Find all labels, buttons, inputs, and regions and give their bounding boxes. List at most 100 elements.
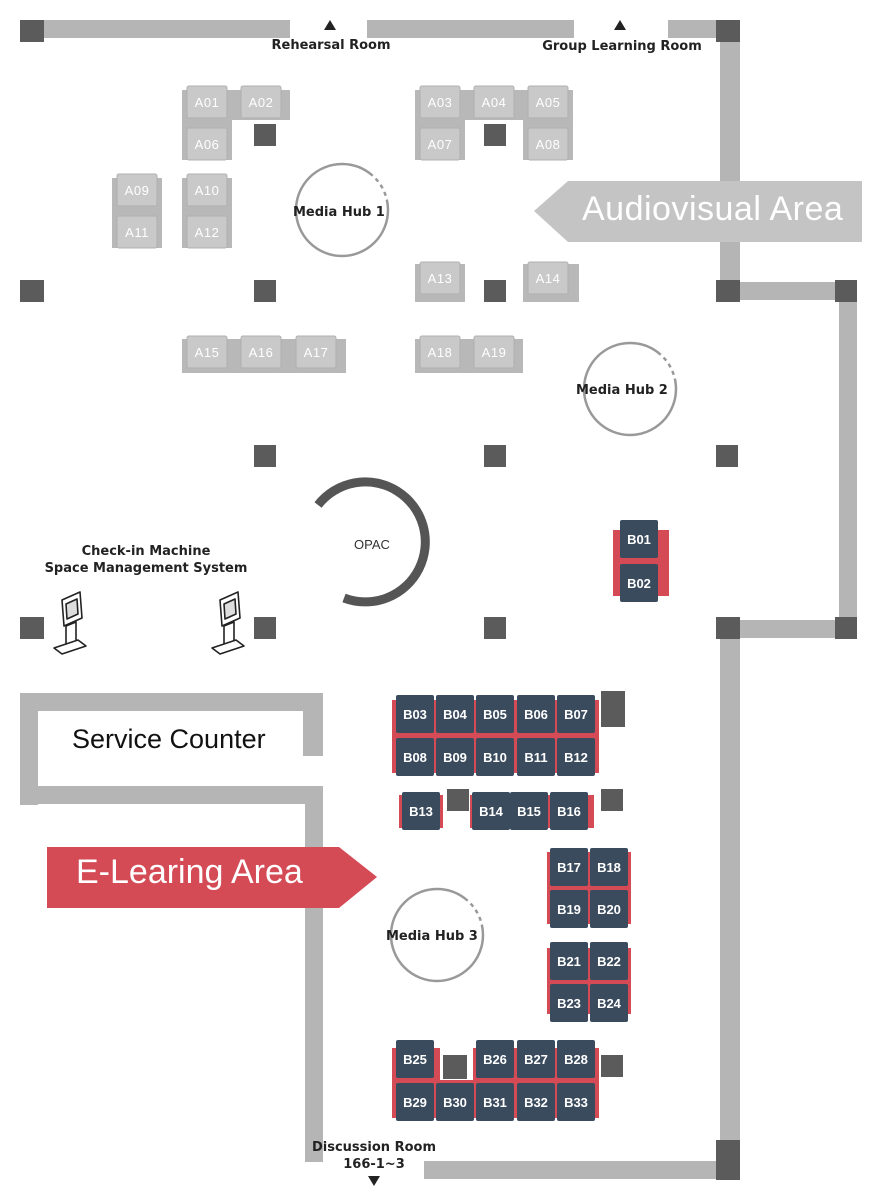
seat-box[interactable] [517, 1040, 555, 1078]
seat-box[interactable] [590, 890, 628, 928]
seat-b18[interactable]: B18 [590, 848, 628, 886]
seat-box[interactable] [396, 1040, 434, 1078]
seat-box[interactable] [557, 695, 595, 733]
seat-b27[interactable]: B27 [517, 1040, 555, 1078]
seat-b13[interactable]: B13 [402, 792, 440, 830]
seat-a19[interactable]: A19 [473, 335, 515, 369]
seat-b15[interactable]: B15 [510, 792, 548, 830]
seat-a11[interactable]: A11 [116, 215, 158, 249]
seat-b28[interactable]: B28 [557, 1040, 595, 1078]
seat-a18[interactable]: A18 [419, 335, 461, 369]
seat-box[interactable] [476, 1083, 514, 1121]
seat-b11[interactable]: B11 [517, 738, 555, 776]
seat-b19[interactable]: B19 [550, 890, 588, 928]
seat-b20[interactable]: B20 [590, 890, 628, 928]
seat-b29[interactable]: B29 [396, 1083, 434, 1121]
seat-box[interactable] [240, 85, 282, 119]
seat-box[interactable] [436, 1083, 474, 1121]
seat-b30[interactable]: B30 [436, 1083, 474, 1121]
seat-a15[interactable]: A15 [186, 335, 228, 369]
seat-box[interactable] [557, 1083, 595, 1121]
seat-box[interactable] [527, 127, 569, 161]
seat-a03[interactable]: A03 [419, 85, 461, 119]
seat-box[interactable] [436, 738, 474, 776]
seat-a10[interactable]: A10 [186, 173, 228, 207]
seat-box[interactable] [396, 1083, 434, 1121]
seat-b17[interactable]: B17 [550, 848, 588, 886]
seat-box[interactable] [186, 335, 228, 369]
seat-b09[interactable]: B09 [436, 738, 474, 776]
seat-b16[interactable]: B16 [550, 792, 588, 830]
seat-box[interactable] [396, 738, 434, 776]
seat-box[interactable] [186, 127, 228, 161]
seat-a14[interactable]: A14 [527, 261, 569, 295]
seat-box[interactable] [476, 695, 514, 733]
seat-box[interactable] [620, 564, 658, 602]
seat-a07[interactable]: A07 [419, 127, 461, 161]
seat-a05[interactable]: A05 [527, 85, 569, 119]
seat-box[interactable] [396, 695, 434, 733]
group-learning-room-exit[interactable]: Group Learning Room [542, 39, 702, 54]
seat-box[interactable] [419, 85, 461, 119]
seat-box[interactable] [186, 85, 228, 119]
seat-a04[interactable]: A04 [473, 85, 515, 119]
seat-b10[interactable]: B10 [476, 738, 514, 776]
seat-b22[interactable]: B22 [590, 942, 628, 980]
seat-box[interactable] [550, 890, 588, 928]
seat-box[interactable] [476, 738, 514, 776]
seat-b14[interactable]: B14 [472, 792, 510, 830]
seat-box[interactable] [517, 738, 555, 776]
seat-a02[interactable]: A02 [240, 85, 282, 119]
seat-box[interactable] [240, 335, 282, 369]
seat-b06[interactable]: B06 [517, 695, 555, 733]
seat-b07[interactable]: B07 [557, 695, 595, 733]
seat-box[interactable] [473, 335, 515, 369]
seat-a12[interactable]: A12 [186, 215, 228, 249]
seat-box[interactable] [527, 261, 569, 295]
seat-b05[interactable]: B05 [476, 695, 514, 733]
seat-box[interactable] [116, 215, 158, 249]
seat-box[interactable] [186, 215, 228, 249]
seat-box[interactable] [557, 1040, 595, 1078]
seat-a09[interactable]: A09 [116, 173, 158, 207]
seat-a17[interactable]: A17 [295, 335, 337, 369]
seat-box[interactable] [402, 792, 440, 830]
seat-b03[interactable]: B03 [396, 695, 434, 733]
seat-box[interactable] [590, 984, 628, 1022]
seat-b01[interactable]: B01 [620, 520, 658, 558]
seat-box[interactable] [550, 848, 588, 886]
seat-box[interactable] [620, 520, 658, 558]
seat-box[interactable] [472, 792, 510, 830]
seat-box[interactable] [550, 792, 588, 830]
seat-b21[interactable]: B21 [550, 942, 588, 980]
seat-b32[interactable]: B32 [517, 1083, 555, 1121]
seat-b23[interactable]: B23 [550, 984, 588, 1022]
seat-a01[interactable]: A01 [186, 85, 228, 119]
opac-label[interactable]: OPAC [354, 537, 390, 552]
seat-b24[interactable]: B24 [590, 984, 628, 1022]
seat-box[interactable] [116, 173, 158, 207]
seat-b04[interactable]: B04 [436, 695, 474, 733]
seat-b33[interactable]: B33 [557, 1083, 595, 1121]
seat-b12[interactable]: B12 [557, 738, 595, 776]
seat-box[interactable] [473, 85, 515, 119]
seat-box[interactable] [295, 335, 337, 369]
seat-b26[interactable]: B26 [476, 1040, 514, 1078]
seat-a13[interactable]: A13 [419, 261, 461, 295]
seat-box[interactable] [590, 848, 628, 886]
seat-box[interactable] [557, 738, 595, 776]
seat-a16[interactable]: A16 [240, 335, 282, 369]
discussion-room-exit[interactable]: Discussion Room 166-1~3 [300, 1139, 448, 1173]
seat-box[interactable] [590, 942, 628, 980]
seat-a08[interactable]: A08 [527, 127, 569, 161]
seat-a06[interactable]: A06 [186, 127, 228, 161]
seat-box[interactable] [517, 695, 555, 733]
seat-box[interactable] [550, 942, 588, 980]
seat-box[interactable] [517, 1083, 555, 1121]
seat-b08[interactable]: B08 [396, 738, 434, 776]
seat-b02[interactable]: B02 [620, 564, 658, 602]
seat-box[interactable] [550, 984, 588, 1022]
seat-box[interactable] [527, 85, 569, 119]
seat-box[interactable] [419, 127, 461, 161]
seat-box[interactable] [436, 695, 474, 733]
